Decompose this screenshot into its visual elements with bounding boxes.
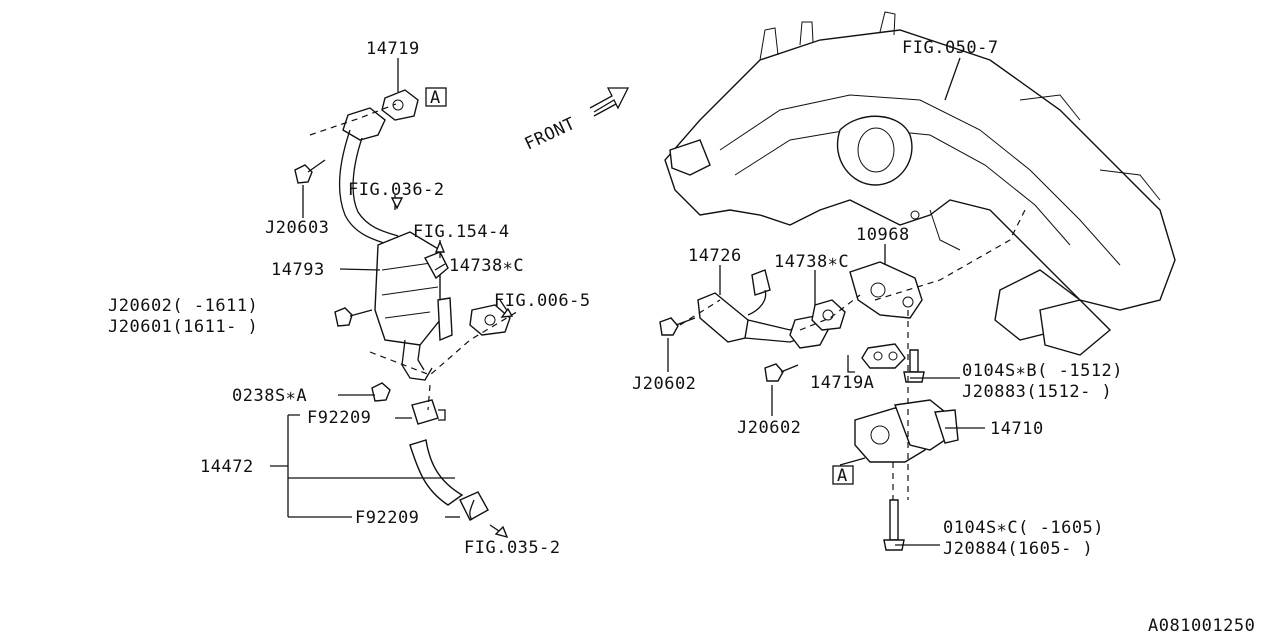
label-j20601: J20601(1611- ) bbox=[108, 317, 258, 337]
gasket-14738c-right bbox=[811, 299, 846, 331]
gasket-14719a bbox=[861, 343, 906, 369]
callout-labels: 14719 FIG.050-7 FIG.036-2 FIG.154-4 J206… bbox=[108, 38, 1255, 636]
arrows bbox=[390, 197, 514, 539]
label-fig154-4: FIG.154-4 bbox=[413, 222, 510, 242]
hose-14472 bbox=[409, 399, 489, 521]
egr-pipe-14726 bbox=[697, 269, 829, 349]
label-14719-top: 14719 bbox=[366, 39, 420, 59]
bolts-left bbox=[294, 159, 391, 402]
label-j20883: J20883(1512- ) bbox=[962, 382, 1112, 402]
egr-adapter-10968 bbox=[849, 261, 923, 319]
label-14793: 14793 bbox=[271, 260, 325, 280]
bolts-right bbox=[659, 317, 925, 551]
reference-box-a-top: A bbox=[425, 87, 447, 108]
egr-valve-14710 bbox=[854, 399, 959, 463]
label-j20603: J20603 bbox=[265, 218, 329, 238]
gasket-14719-top bbox=[381, 89, 419, 121]
figure-id: A081001250 bbox=[1148, 616, 1255, 636]
label-14472: 14472 bbox=[200, 457, 254, 477]
label-14738c-left: 14738∗C bbox=[449, 256, 524, 276]
front-label: FRONT bbox=[522, 114, 579, 155]
ref-a-label: A bbox=[430, 88, 441, 108]
label-14719a: 14719A bbox=[810, 373, 874, 393]
label-0104s-b: 0104S∗B( -1512) bbox=[962, 361, 1123, 381]
label-0238s-a: 0238S∗A bbox=[232, 386, 307, 406]
label-j20602-a: J20602( -1611) bbox=[108, 296, 258, 316]
reference-box-a-bottom: A bbox=[832, 465, 854, 486]
label-j20884: J20884(1605- ) bbox=[943, 539, 1093, 559]
front-direction-marker: FRONT bbox=[522, 87, 630, 155]
egr-pipe-left bbox=[338, 107, 399, 246]
label-j20602-b: J20602 bbox=[632, 374, 696, 394]
label-f92209-bottom: F92209 bbox=[355, 508, 419, 528]
label-j20602-c: J20602 bbox=[737, 418, 801, 438]
label-fig035-2: FIG.035-2 bbox=[464, 538, 561, 558]
label-fig006-5: FIG.006-5 bbox=[494, 291, 591, 311]
label-10968: 10968 bbox=[856, 225, 910, 245]
label-14738c-right: 14738∗C bbox=[774, 252, 849, 272]
label-f92209-top: F92209 bbox=[307, 408, 371, 428]
label-14726: 14726 bbox=[688, 246, 742, 266]
label-fig050-7: FIG.050-7 bbox=[902, 38, 999, 58]
egr-cooler-14793 bbox=[374, 231, 453, 381]
intake-manifold bbox=[664, 11, 1176, 356]
label-fig036-2: FIG.036-2 bbox=[348, 180, 445, 200]
label-0104s-c: 0104S∗C( -1605) bbox=[943, 518, 1104, 538]
ref-a-label: A bbox=[837, 466, 848, 486]
label-14710: 14710 bbox=[990, 419, 1044, 439]
assembly-lines bbox=[309, 103, 1026, 500]
gasket-14738c-left bbox=[469, 304, 511, 336]
